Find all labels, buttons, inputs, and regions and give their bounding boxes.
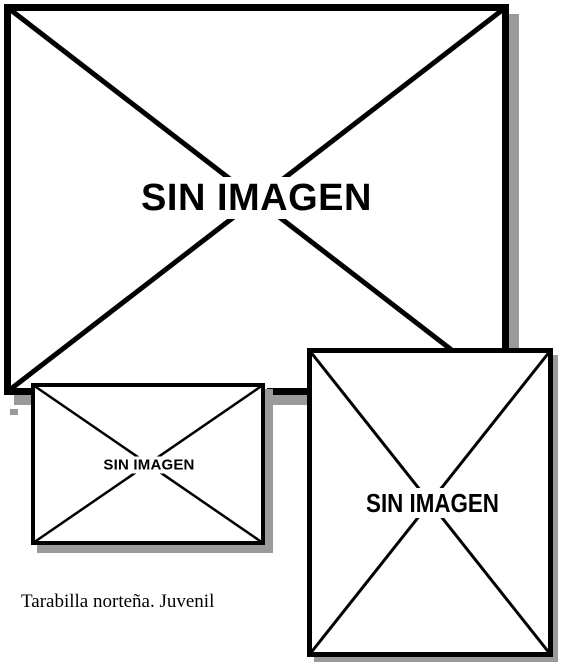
placeholder-frame-portrait [307, 348, 558, 662]
placeholder-label-small: SIN IMAGEN [31, 456, 267, 474]
placeholder-image-small: SIN IMAGEN [10, 383, 273, 553]
placeholder-label-large: SIN IMAGEN [4, 177, 509, 219]
placeholder-image-large: SIN IMAGEN [4, 4, 519, 405]
placeholder-image-portrait: SIN IMAGEN [307, 348, 558, 662]
photo-caption: Tarabilla norteña. Juvenil [21, 591, 215, 612]
placeholder-label-portrait: SIN IMAGEN [325, 488, 541, 518]
